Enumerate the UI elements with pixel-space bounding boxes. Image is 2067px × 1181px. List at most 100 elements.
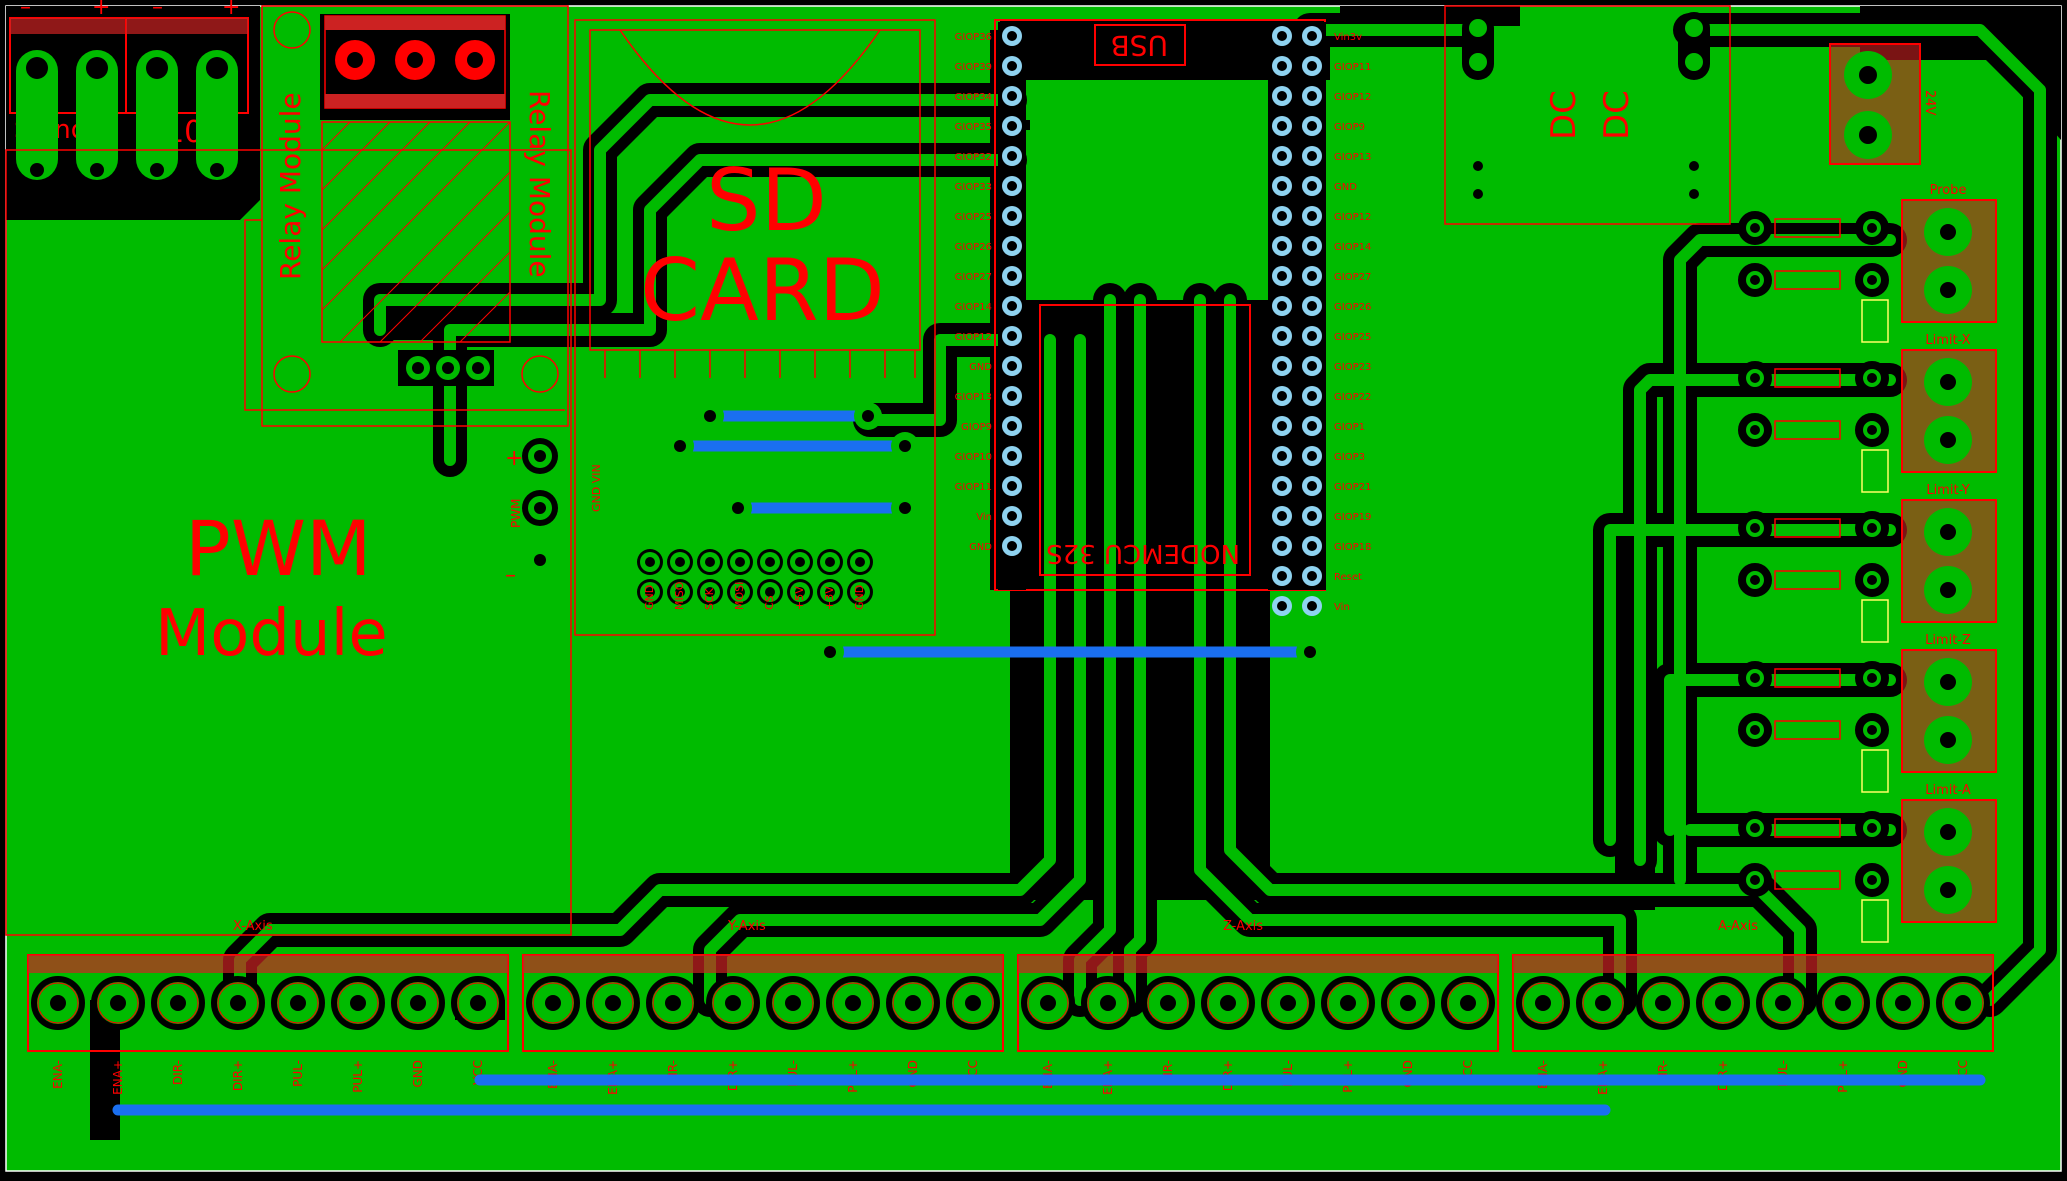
driver-terminal-pad-hole (470, 995, 486, 1011)
v24-label: 24V (1922, 90, 1937, 116)
relay-header (398, 350, 494, 386)
jumper-pads (666, 402, 1324, 666)
esp-left-pad-hole (1007, 211, 1017, 221)
esp-right-pin-label: GIOP9 (1334, 122, 1365, 133)
esp-right-pin-label: GIOP3 (1334, 452, 1365, 463)
v24-terminal (1829, 43, 1921, 165)
sd-header-pad-hole (855, 587, 865, 597)
esp-header-right (1268, 22, 1326, 616)
sensor-terminal-outline (1901, 499, 1997, 623)
nodemcu-label: NODEMCU 32S (1046, 538, 1240, 568)
esp-left-pad-hole (1007, 91, 1017, 101)
jumper-wires (112, 410, 1986, 1116)
driver-terminal-ring (892, 982, 934, 1024)
driver-terminal-ring (1267, 982, 1309, 1024)
driver-pin-label: GND (411, 1060, 425, 1088)
sensor-label: Limit-Z (1925, 633, 1971, 648)
resistor-pad-hole (1750, 373, 1760, 383)
esp-left-pin-label: GIOP33 (955, 182, 992, 193)
sd-pin-label: +3V (823, 586, 836, 610)
led-footprint (1861, 749, 1889, 793)
resistor-pad-hole (1750, 223, 1760, 233)
sd-header-pad-hole (855, 557, 865, 567)
traces-left (363, 13, 2057, 1017)
esp-right-pad-inner-hole (1277, 541, 1287, 551)
esp-right-pad-outer-hole (1307, 601, 1317, 611)
led-footprint (1861, 449, 1889, 493)
sensor-label: Limit-A (1925, 783, 1971, 798)
esp-right-pad-inner-hole (1277, 211, 1287, 221)
spindel-plus-sign: + (92, 0, 110, 20)
esp-right-pin-label: GIOP22 (1334, 392, 1371, 403)
esp-left-pin-labels: GIOP36GIOP39GIOP34GIOP35GIOP32GIOP33GIOP… (955, 32, 993, 553)
relay-module (244, 5, 569, 427)
esp-right-pad-outer-hole (1307, 301, 1317, 311)
driver-terminal-pad-hole (1100, 995, 1116, 1011)
driver-terminal-ring (1387, 982, 1429, 1024)
esp-right-pad-outer-hole (1307, 451, 1317, 461)
driver-terminal-ring (277, 982, 319, 1024)
driver-terminal-pad-hole (965, 995, 981, 1011)
resistor-pad-hole (1867, 875, 1877, 885)
driver-terminal-ring (97, 982, 139, 1024)
esp-right-pad-outer-hole (1307, 331, 1317, 341)
esp-left-pad-hole (1007, 301, 1017, 311)
card-label: CARD (640, 241, 885, 341)
driver-terminal-ring (1882, 982, 1924, 1024)
esp-left-pin-label: GND (969, 542, 992, 553)
esp-left-pad-hole (1007, 511, 1017, 521)
resistor-pad-hole (1750, 725, 1760, 735)
esp-left-pin-label: GIOP32 (955, 152, 992, 163)
relay-label-right: Relay Module (523, 90, 556, 278)
esp-left-pin-label: GIOP36 (955, 32, 992, 43)
esp-right-pad-inner-hole (1277, 601, 1287, 611)
sensor-terminal-pad-hole (1940, 674, 1956, 690)
esp-right-pad-inner-hole (1277, 271, 1287, 281)
driver-pin-label: ENA- (51, 1060, 65, 1089)
sd-header-pad-hole (645, 587, 655, 597)
sensor-terminal-pad-hole (1940, 582, 1956, 598)
sensor-terminal-pad-hole (1940, 824, 1956, 840)
sd-pin-label: MISO (673, 581, 686, 610)
driver-pin-label: ENA+ (111, 1060, 125, 1095)
driver-terminal-ring (37, 982, 79, 1024)
driver-terminal-ring (457, 982, 499, 1024)
esp-right-pad-outer-hole (1307, 151, 1317, 161)
esp-left-pad-hole (1007, 361, 1017, 371)
esp-right-pad-inner-hole (1277, 151, 1287, 161)
sd-pin-label: SCK (703, 587, 716, 610)
esp-header-left (998, 22, 1026, 590)
esp-left-pad-hole (1007, 61, 1017, 71)
driver-pin-label: DIR- (171, 1060, 185, 1085)
esp-right-pin-label: GIOP18 (1334, 542, 1371, 553)
esp-right-pin-label: GIOP12 (1334, 212, 1371, 223)
esp-right-pin-label: GIOP21 (1334, 482, 1371, 493)
resistor (1774, 518, 1841, 538)
axis-label: X-Axis (233, 919, 273, 934)
usb-label: USB (1111, 29, 1168, 62)
sd-header-pad-hole (735, 587, 745, 597)
esp-left-pad-hole (1007, 541, 1017, 551)
sd-pin-labels: GND MISO SCK MOSI CS +5V +3V GND (643, 581, 866, 610)
driver-terminal-pad-hole (1340, 995, 1356, 1011)
pwm-gnd-label: GND VIN (590, 464, 603, 512)
esp-left-pin-label: GIOP11 (955, 482, 992, 493)
esp-left-pin-label: GIOP14 (955, 302, 992, 313)
resistor (1774, 668, 1841, 688)
esp-left-pad-hole (1007, 451, 1017, 461)
driver-terminal-pad-hole (785, 995, 801, 1011)
driver-terminal-pad-hole (350, 995, 366, 1011)
sd-header-pad-hole (795, 557, 805, 567)
driver-terminal-pad-hole (545, 995, 561, 1011)
esp-right-pad-outer-hole (1307, 541, 1317, 551)
sd-card-module (574, 19, 936, 636)
axis-label: Z-Axis (1223, 919, 1263, 934)
esp-right-pin-label: GIOP13 (1334, 152, 1371, 163)
terminal-pads-topleft (16, 50, 238, 180)
esp-right-pad-outer-hole (1307, 121, 1317, 131)
esp-left-pad-hole (1007, 481, 1017, 491)
esp-left-pin-label: GIOP35 (955, 122, 992, 133)
led-footprint (1861, 899, 1889, 943)
driver-terminal-ring (1762, 982, 1804, 1024)
